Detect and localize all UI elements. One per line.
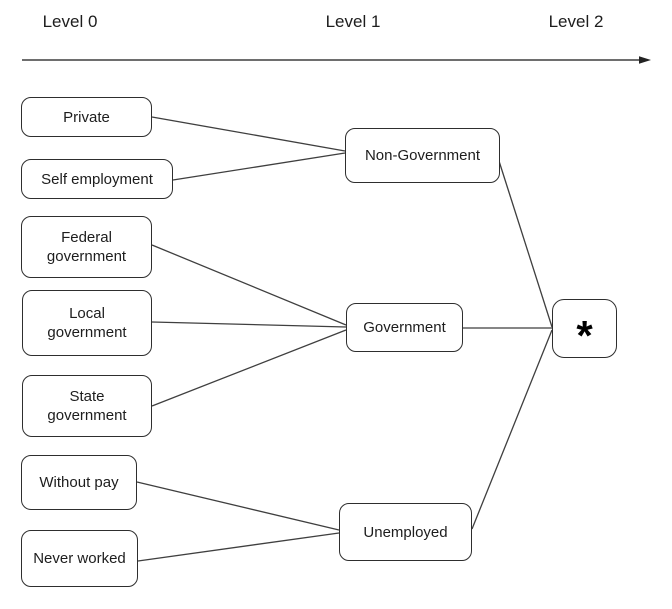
edge-never-worked-unemployed xyxy=(137,532,340,562)
node-without-pay-label: Without pay xyxy=(39,474,119,491)
node-federal-government: Federal government xyxy=(21,216,152,278)
edge-self-employment-non-government xyxy=(172,152,346,181)
node-state-government-label: State government xyxy=(47,388,127,424)
node-star: * xyxy=(552,299,617,358)
node-unemployed: Unemployed xyxy=(339,503,472,561)
edge-unemployed-star xyxy=(471,329,553,530)
node-without-pay: Without pay xyxy=(21,455,137,510)
edge-without-pay-unemployed xyxy=(136,481,340,531)
node-government: Government xyxy=(346,303,463,352)
edge-local-government-government xyxy=(151,321,347,328)
edge-state-government-government xyxy=(151,329,347,407)
node-self-employment: Self employment xyxy=(21,159,173,199)
node-unemployed-label: Unemployed xyxy=(363,523,448,541)
level-0-header: Level 0 xyxy=(42,12,98,31)
node-star-label: * xyxy=(576,312,593,359)
node-local-government: Local government xyxy=(22,290,152,356)
node-non-government-label: Non-Government xyxy=(364,147,481,164)
node-federal-government-label: Federal government xyxy=(46,229,127,265)
node-government-label: Government xyxy=(363,319,446,336)
node-private: Private xyxy=(21,97,152,137)
edge-private-non-government xyxy=(151,116,346,152)
node-self-employment-label: Self employment xyxy=(41,170,153,188)
node-state-government: State government xyxy=(22,375,152,437)
level-1-header: Level 1 xyxy=(325,12,381,31)
node-never-worked: Never worked xyxy=(21,530,138,587)
node-never-worked-label: Never worked xyxy=(33,550,126,567)
node-private-label: Private xyxy=(63,108,110,126)
edge-non-government-star xyxy=(498,160,553,328)
node-local-government-label: Local government xyxy=(47,305,127,341)
edge-federal-government-government xyxy=(151,244,347,326)
levels-axis-arrow-head-icon xyxy=(639,56,651,64)
level-2-header: Level 2 xyxy=(548,12,604,31)
node-non-government: Non-Government xyxy=(345,128,500,183)
